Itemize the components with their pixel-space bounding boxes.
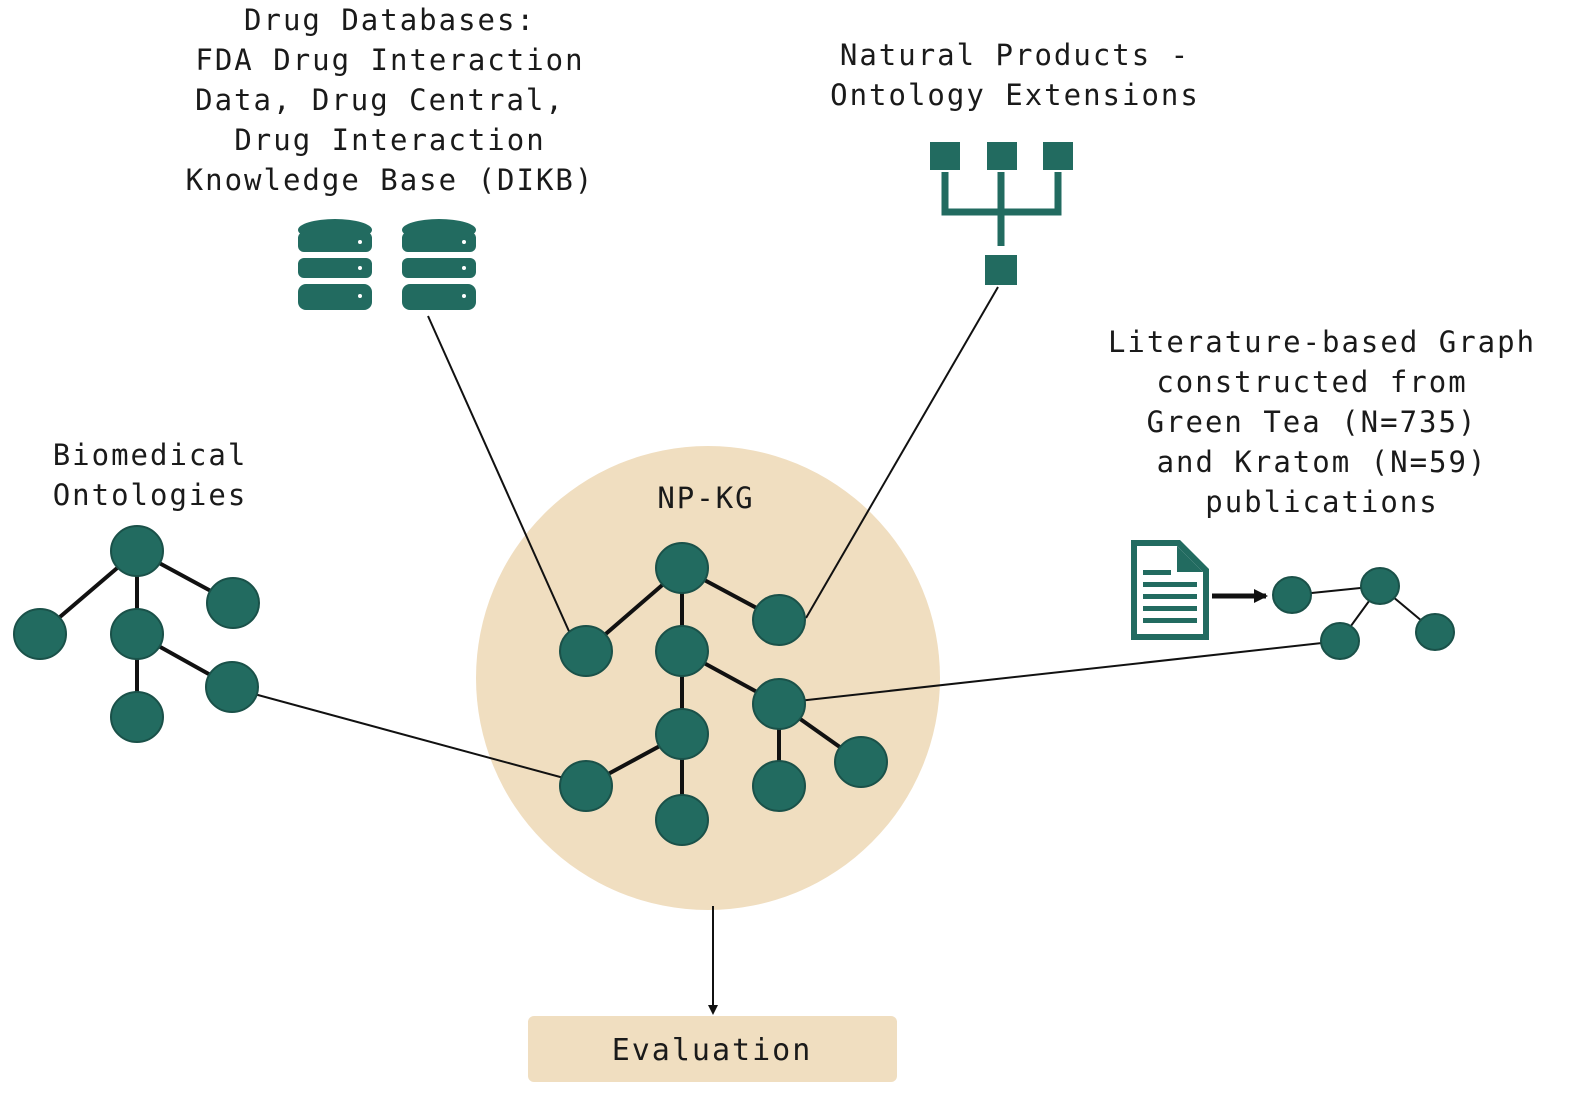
graph-node	[559, 625, 613, 677]
biomedical-ontology-graph	[13, 525, 260, 743]
graph-node	[110, 525, 164, 577]
np-kg-graph	[559, 542, 888, 846]
literature-graph	[1272, 567, 1455, 660]
database-icon	[298, 219, 476, 310]
graph-node	[110, 691, 164, 743]
biomedical-ontologies-label: Biomedical Ontologies	[53, 438, 248, 512]
svg-text:Drug Databases:: Drug Databases:	[244, 3, 536, 37]
np-kg-hub-circle	[476, 446, 940, 910]
graph-node	[655, 542, 709, 594]
graph-node	[110, 608, 164, 660]
graph-node	[655, 708, 709, 760]
svg-text:FDA Drug Interaction: FDA Drug Interaction	[195, 43, 584, 77]
svg-text:publications: publications	[1205, 485, 1439, 519]
graph-node	[1320, 622, 1360, 660]
svg-text:Green Tea (N=735): Green Tea (N=735)	[1147, 405, 1478, 439]
svg-text:Ontologies: Ontologies	[53, 478, 248, 512]
document-icon	[1131, 540, 1209, 640]
graph-node	[752, 678, 806, 730]
svg-text:Biomedical: Biomedical	[53, 438, 248, 472]
graph-node	[752, 760, 806, 812]
source-connectors	[231, 286, 1341, 785]
graph-node	[1415, 613, 1455, 651]
graph-node	[834, 736, 888, 788]
literature-graph-label: Literature-based Graph constructed from …	[1108, 325, 1536, 519]
graph-node	[206, 577, 260, 629]
svg-text:constructed from: constructed from	[1156, 365, 1467, 399]
graph-node	[1272, 576, 1312, 614]
svg-text:Data, Drug Central,: Data, Drug Central,	[195, 83, 565, 117]
evaluation-box	[528, 1016, 897, 1082]
graph-node	[655, 794, 709, 846]
graph-node	[205, 661, 259, 713]
svg-text:Natural Products -: Natural Products -	[840, 38, 1190, 72]
svg-text:and Kratom (N=59): and Kratom (N=59)	[1157, 445, 1488, 479]
evaluation-label: Evaluation	[612, 1033, 813, 1068]
hierarchy-icon	[930, 142, 1073, 285]
svg-text:Ontology Extensions: Ontology Extensions	[830, 78, 1200, 112]
svg-text:Literature-based Graph: Literature-based Graph	[1108, 325, 1536, 359]
svg-text:Drug Interaction: Drug Interaction	[234, 123, 545, 157]
svg-text:Knowledge Base (DIKB): Knowledge Base (DIKB)	[186, 163, 595, 197]
natural-products-label: Natural Products - Ontology Extensions	[830, 38, 1200, 112]
drug-databases-label: Drug Databases: FDA Drug Interaction Dat…	[186, 3, 595, 197]
graph-node	[1360, 567, 1400, 605]
graph-node	[559, 760, 613, 812]
graph-node	[752, 594, 806, 646]
np-kg-label: NP-KG	[657, 481, 754, 515]
graph-node	[13, 608, 67, 660]
graph-node	[655, 625, 709, 677]
